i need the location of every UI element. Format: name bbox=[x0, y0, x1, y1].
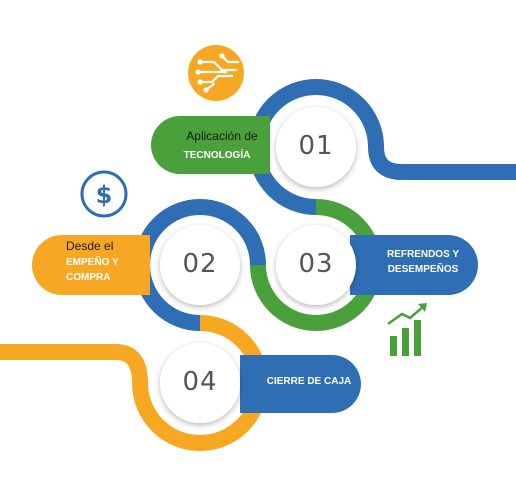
svg-text:$: $ bbox=[96, 181, 113, 209]
step-03-label-line1: REFRENDOS Y bbox=[386, 249, 460, 260]
step-02-pill bbox=[32, 235, 150, 295]
step-02-label-line2: EMPEÑO Y bbox=[66, 257, 119, 268]
step-01-label-line1: Aplicación de bbox=[186, 129, 258, 143]
step-03-pill bbox=[350, 235, 478, 295]
step-03-label-line2: DESEMPEÑOS bbox=[387, 264, 459, 275]
step-01-label-line2: TECNOLOGÍA bbox=[183, 150, 251, 161]
step-01-circle bbox=[276, 107, 356, 187]
step-04-label-line1: CIERRE DE CAJA bbox=[266, 376, 352, 387]
step-01-number: 01 bbox=[298, 131, 334, 161]
step-04-pill bbox=[240, 355, 361, 413]
step-04-circle bbox=[160, 343, 240, 423]
step-02-circle bbox=[160, 225, 240, 305]
step-01-pill bbox=[151, 116, 270, 174]
step-01-label: Aplicación de bbox=[172, 129, 272, 144]
growth-chart-icon bbox=[387, 303, 427, 356]
step-02-label-line1: Desde el bbox=[66, 239, 114, 253]
step-02-label-line3: COMPRA bbox=[66, 272, 111, 283]
dollar-icon: $ bbox=[80, 170, 128, 218]
step-03-number: 03 bbox=[298, 249, 334, 279]
step-03-circle bbox=[276, 225, 356, 305]
circuit-icon bbox=[188, 45, 244, 101]
step-04-number: 04 bbox=[182, 367, 218, 397]
step-02-number: 02 bbox=[182, 249, 218, 279]
